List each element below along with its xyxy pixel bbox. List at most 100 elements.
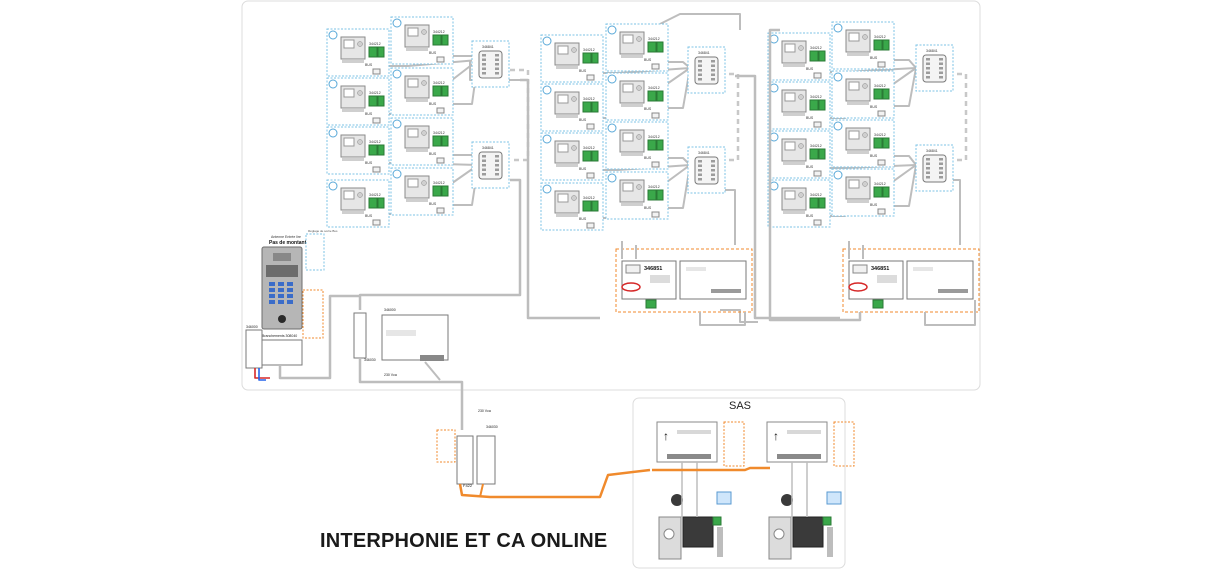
interface-terminals [877,275,897,283]
distributor-label: 346841 [482,146,494,150]
distributor-pin [711,178,715,181]
videophone-screen [784,141,796,151]
videophone-button [571,96,577,102]
distributor-pin [482,67,486,70]
videophone-screen [848,179,860,189]
bus-connector [586,222,595,229]
videophone-base [406,199,428,202]
interface-label: 346851 [871,266,889,272]
distributor-pin [939,176,943,179]
terminal-block [882,137,890,149]
terminal-block [377,197,385,209]
videophone-button [798,143,804,149]
bus-label: BUS [870,154,878,158]
terminal-block [818,197,826,209]
module-label: 344212 [810,95,822,99]
videophone-button [636,134,642,140]
distributor-pin [939,167,943,170]
bus-connector [651,211,660,218]
terminal-block [582,101,592,113]
bus-label: BUS [806,165,814,169]
distributor-pin [495,72,499,75]
module-label: 344212 [648,37,660,41]
distributor-pin [711,69,715,72]
power-label: 346000 [246,325,258,329]
videophone-button [421,29,427,35]
terminal-block [582,52,592,64]
bus-connector [436,107,445,114]
bus-connector [813,72,822,79]
power-supply-module [679,260,747,300]
bus-cable [894,155,917,166]
bus-label: BUS [644,107,652,111]
up-arrow-icon: ↑ [773,429,779,443]
bus-label: BUS [870,105,878,109]
branchements-label: Branchements 308040 [262,334,297,338]
power-label: 346000 [384,308,396,312]
distributor-body [478,151,503,180]
sas-bus-orange [479,483,484,498]
module-label: 344212 [810,46,822,50]
videophone-screen [557,143,569,153]
terminal-block [432,34,442,46]
entrance-key [287,294,293,298]
sas-terminals [667,454,711,459]
terminal-block [591,150,599,162]
power-supply-label-strip [686,267,706,271]
distributor-pin [939,67,943,70]
videophone-screen [343,88,355,98]
bus-label: BUS [870,56,878,60]
distributor-pin [711,60,715,63]
distributor-pin [926,176,930,179]
power-346030-b [476,435,496,485]
bus-connector [877,159,886,166]
entrance-key [287,282,293,286]
distributor-pin [926,71,930,74]
distributor-pin [698,169,702,172]
distributor-pin [495,168,499,171]
bus-label: BUS [579,167,587,171]
entrance-terminals [261,339,303,366]
main-bus [520,78,600,320]
distributor-pin [482,173,486,176]
handset-icon [833,72,843,82]
bus-connector [586,172,595,179]
riser-dashed [948,72,968,162]
terminal-block [368,197,378,209]
module-label: 344212 [433,30,445,34]
distributor-pin [482,168,486,171]
module-label: 344212 [369,42,381,46]
power-supply-module [906,260,974,300]
entrance-key [269,294,275,298]
sas-sensor [826,491,842,505]
videophone-button [571,47,577,53]
handset-icon [542,134,552,144]
interface-green-block [645,299,657,309]
entrance-key [287,288,293,292]
interface-green-block [872,299,884,309]
terminal-block [432,185,442,197]
terminal-block [873,137,883,149]
module-label: 344212 [583,196,595,200]
videophone-screen [784,92,796,102]
module-label: 344212 [874,84,886,88]
bus-connector [436,207,445,214]
handset-icon [607,25,617,35]
distributor-pin [939,171,943,174]
distributor-pin [482,54,486,57]
sas-terminal-box [723,421,745,467]
videophone-button [636,184,642,190]
loop-cable [699,312,746,326]
terminal-block [582,200,592,212]
sas-rail [827,527,833,557]
bus-connector [813,219,822,226]
bus-label: BUS [429,152,437,156]
videophone-base [406,149,428,152]
terminal-block [432,85,442,97]
module-label: 344212 [369,140,381,144]
videophone-button [357,192,363,198]
distributor-pin [698,69,702,72]
videophone-base [556,66,578,69]
entrance-key [278,294,284,298]
entrance-key [269,300,275,304]
